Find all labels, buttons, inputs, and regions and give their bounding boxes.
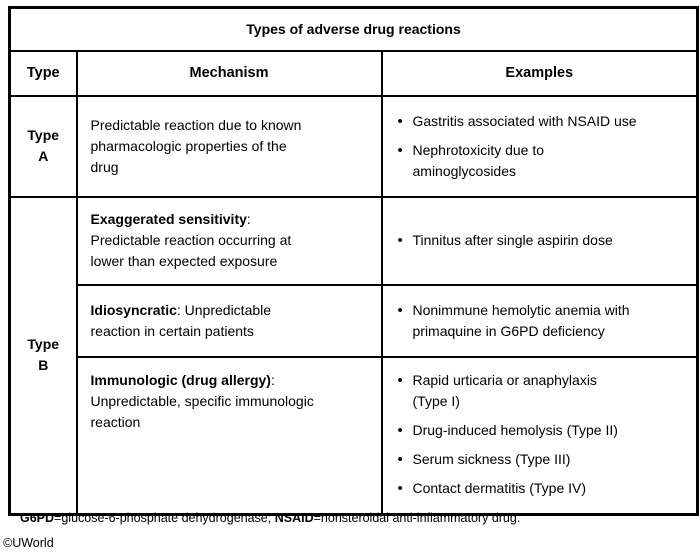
idiosyncratic-mechanism-cell: Idiosyncratic: Unpredictable reaction in… bbox=[75, 283, 383, 358]
list-item: •Nephrotoxicity due to aminoglycosides bbox=[397, 141, 545, 179]
bullet-icon: • bbox=[397, 141, 403, 159]
type-a-examples-cell: •Gastritis associated with NSAID use •Ne… bbox=[380, 94, 699, 198]
type-a-cell: Type A bbox=[8, 94, 78, 198]
footnote-abbr-nsaid: NSAID bbox=[274, 511, 314, 525]
type-a-mechanism-cell: Predictable reaction due to known pharma… bbox=[75, 94, 383, 198]
type-a-label: Type A bbox=[27, 127, 60, 164]
col-header-mechanism: Mechanism bbox=[75, 49, 383, 97]
list-item: •Tinnitus after single aspirin dose bbox=[397, 232, 613, 249]
immunologic-mechanism-cell: Immunologic (drug allergy): Unpredictabl… bbox=[75, 355, 383, 515]
title-row: Types of adverse drug reactions bbox=[8, 6, 699, 52]
row-type-a: Type A Predictable reaction due to known… bbox=[8, 94, 699, 198]
row-type-b-idiosyncratic: Idiosyncratic: Unpredictable reaction in… bbox=[10, 283, 699, 358]
type-b-cell: Type B bbox=[8, 195, 78, 515]
copyright-notice: ©UWorld bbox=[3, 536, 54, 550]
bullet-icon: • bbox=[397, 371, 403, 389]
bullet-icon: • bbox=[397, 232, 403, 249]
row-type-b-immunologic: Immunologic (drug allergy): Unpredictabl… bbox=[10, 355, 699, 515]
adverse-drug-reactions-table: Types of adverse drug reactions Type Mec… bbox=[8, 6, 700, 516]
bullet-icon: • bbox=[397, 421, 403, 439]
type-a-mechanism-text: Predictable reaction due to known pharma… bbox=[90, 116, 302, 175]
idiosyncratic-examples-cell: •Nonimmune hemolytic anemia with primaqu… bbox=[380, 283, 699, 358]
header-row: Type Mechanism Examples bbox=[8, 49, 699, 97]
list-item: •Contact dermatitis (Type IV) bbox=[397, 479, 587, 497]
type-b-label: Type B bbox=[27, 336, 60, 373]
exaggerated-mechanism-cell: Exaggerated sensitivity: Predictable rea… bbox=[75, 195, 383, 286]
list-item: •Gastritis associated with NSAID use bbox=[397, 112, 637, 130]
abbreviation-footnote: G6PD=glucose-6-phosphate dehydrogenase; … bbox=[20, 511, 520, 526]
immunologic-examples-cell: •Rapid urticaria or anaphylaxis (Type I)… bbox=[380, 355, 699, 515]
exaggerated-examples-cell: •Tinnitus after single aspirin dose bbox=[380, 195, 699, 286]
table-title: Types of adverse drug reactions bbox=[8, 6, 699, 52]
exaggerated-mechanism-text: Exaggerated sensitivity: Predictable rea… bbox=[90, 211, 292, 269]
idiosyncratic-mechanism-text: Idiosyncratic: Unpredictable reaction in… bbox=[90, 301, 272, 339]
list-item: •Nonimmune hemolytic anemia with primaqu… bbox=[397, 301, 630, 339]
row-type-b-exaggerated: Type B Exaggerated sensitivity: Predicta… bbox=[8, 195, 699, 515]
col-header-examples: Examples bbox=[380, 49, 699, 97]
list-item: •Rapid urticaria or anaphylaxis (Type I) bbox=[397, 371, 597, 409]
immunologic-mechanism-text: Immunologic (drug allergy): Unpredictabl… bbox=[90, 371, 314, 430]
bullet-icon: • bbox=[397, 112, 403, 130]
list-item: •Serum sickness (Type III) bbox=[397, 450, 571, 468]
footnote-def-nsaid: =nonsteroidal anti-inflammatory drug. bbox=[313, 511, 521, 525]
bullet-icon: • bbox=[397, 301, 403, 319]
bullet-icon: • bbox=[397, 450, 403, 468]
footnote-def-g6pd: =glucose-6-phosphate dehydrogenase; bbox=[54, 511, 275, 525]
bullet-icon: • bbox=[397, 479, 403, 497]
col-header-type: Type bbox=[8, 49, 78, 97]
list-item: •Drug-induced hemolysis (Type II) bbox=[397, 421, 618, 439]
footnote-abbr-g6pd: G6PD bbox=[20, 511, 55, 525]
